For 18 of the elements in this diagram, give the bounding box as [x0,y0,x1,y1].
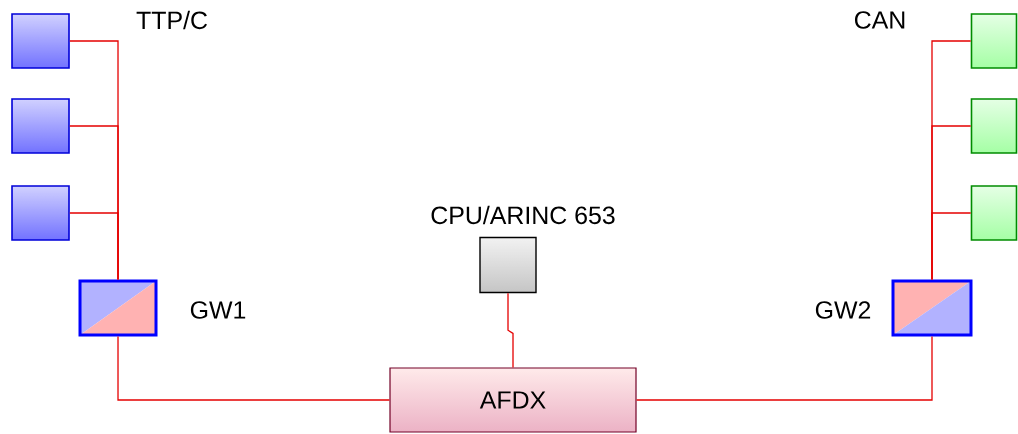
network-label: TTP/C [136,10,208,30]
node-box [11,13,70,69]
connector-line [117,335,391,401]
gateway-label: GW2 [815,301,871,319]
node-box [970,13,1018,69]
node-box [11,185,70,241]
connector-line [507,292,514,369]
gateway-label: GW1 [190,301,246,319]
connector-line [69,212,119,281]
bus-box: AFDX [389,367,637,433]
connector-line [635,335,933,401]
node-box [970,185,1018,241]
node-box [970,98,1018,154]
connector-line [931,212,972,281]
network-label: CAN [854,11,905,29]
node-label: CPU/ARINC 653 [431,205,615,225]
processor-box: CPU/ARINC 653 [431,205,615,294]
node-box [11,98,70,154]
